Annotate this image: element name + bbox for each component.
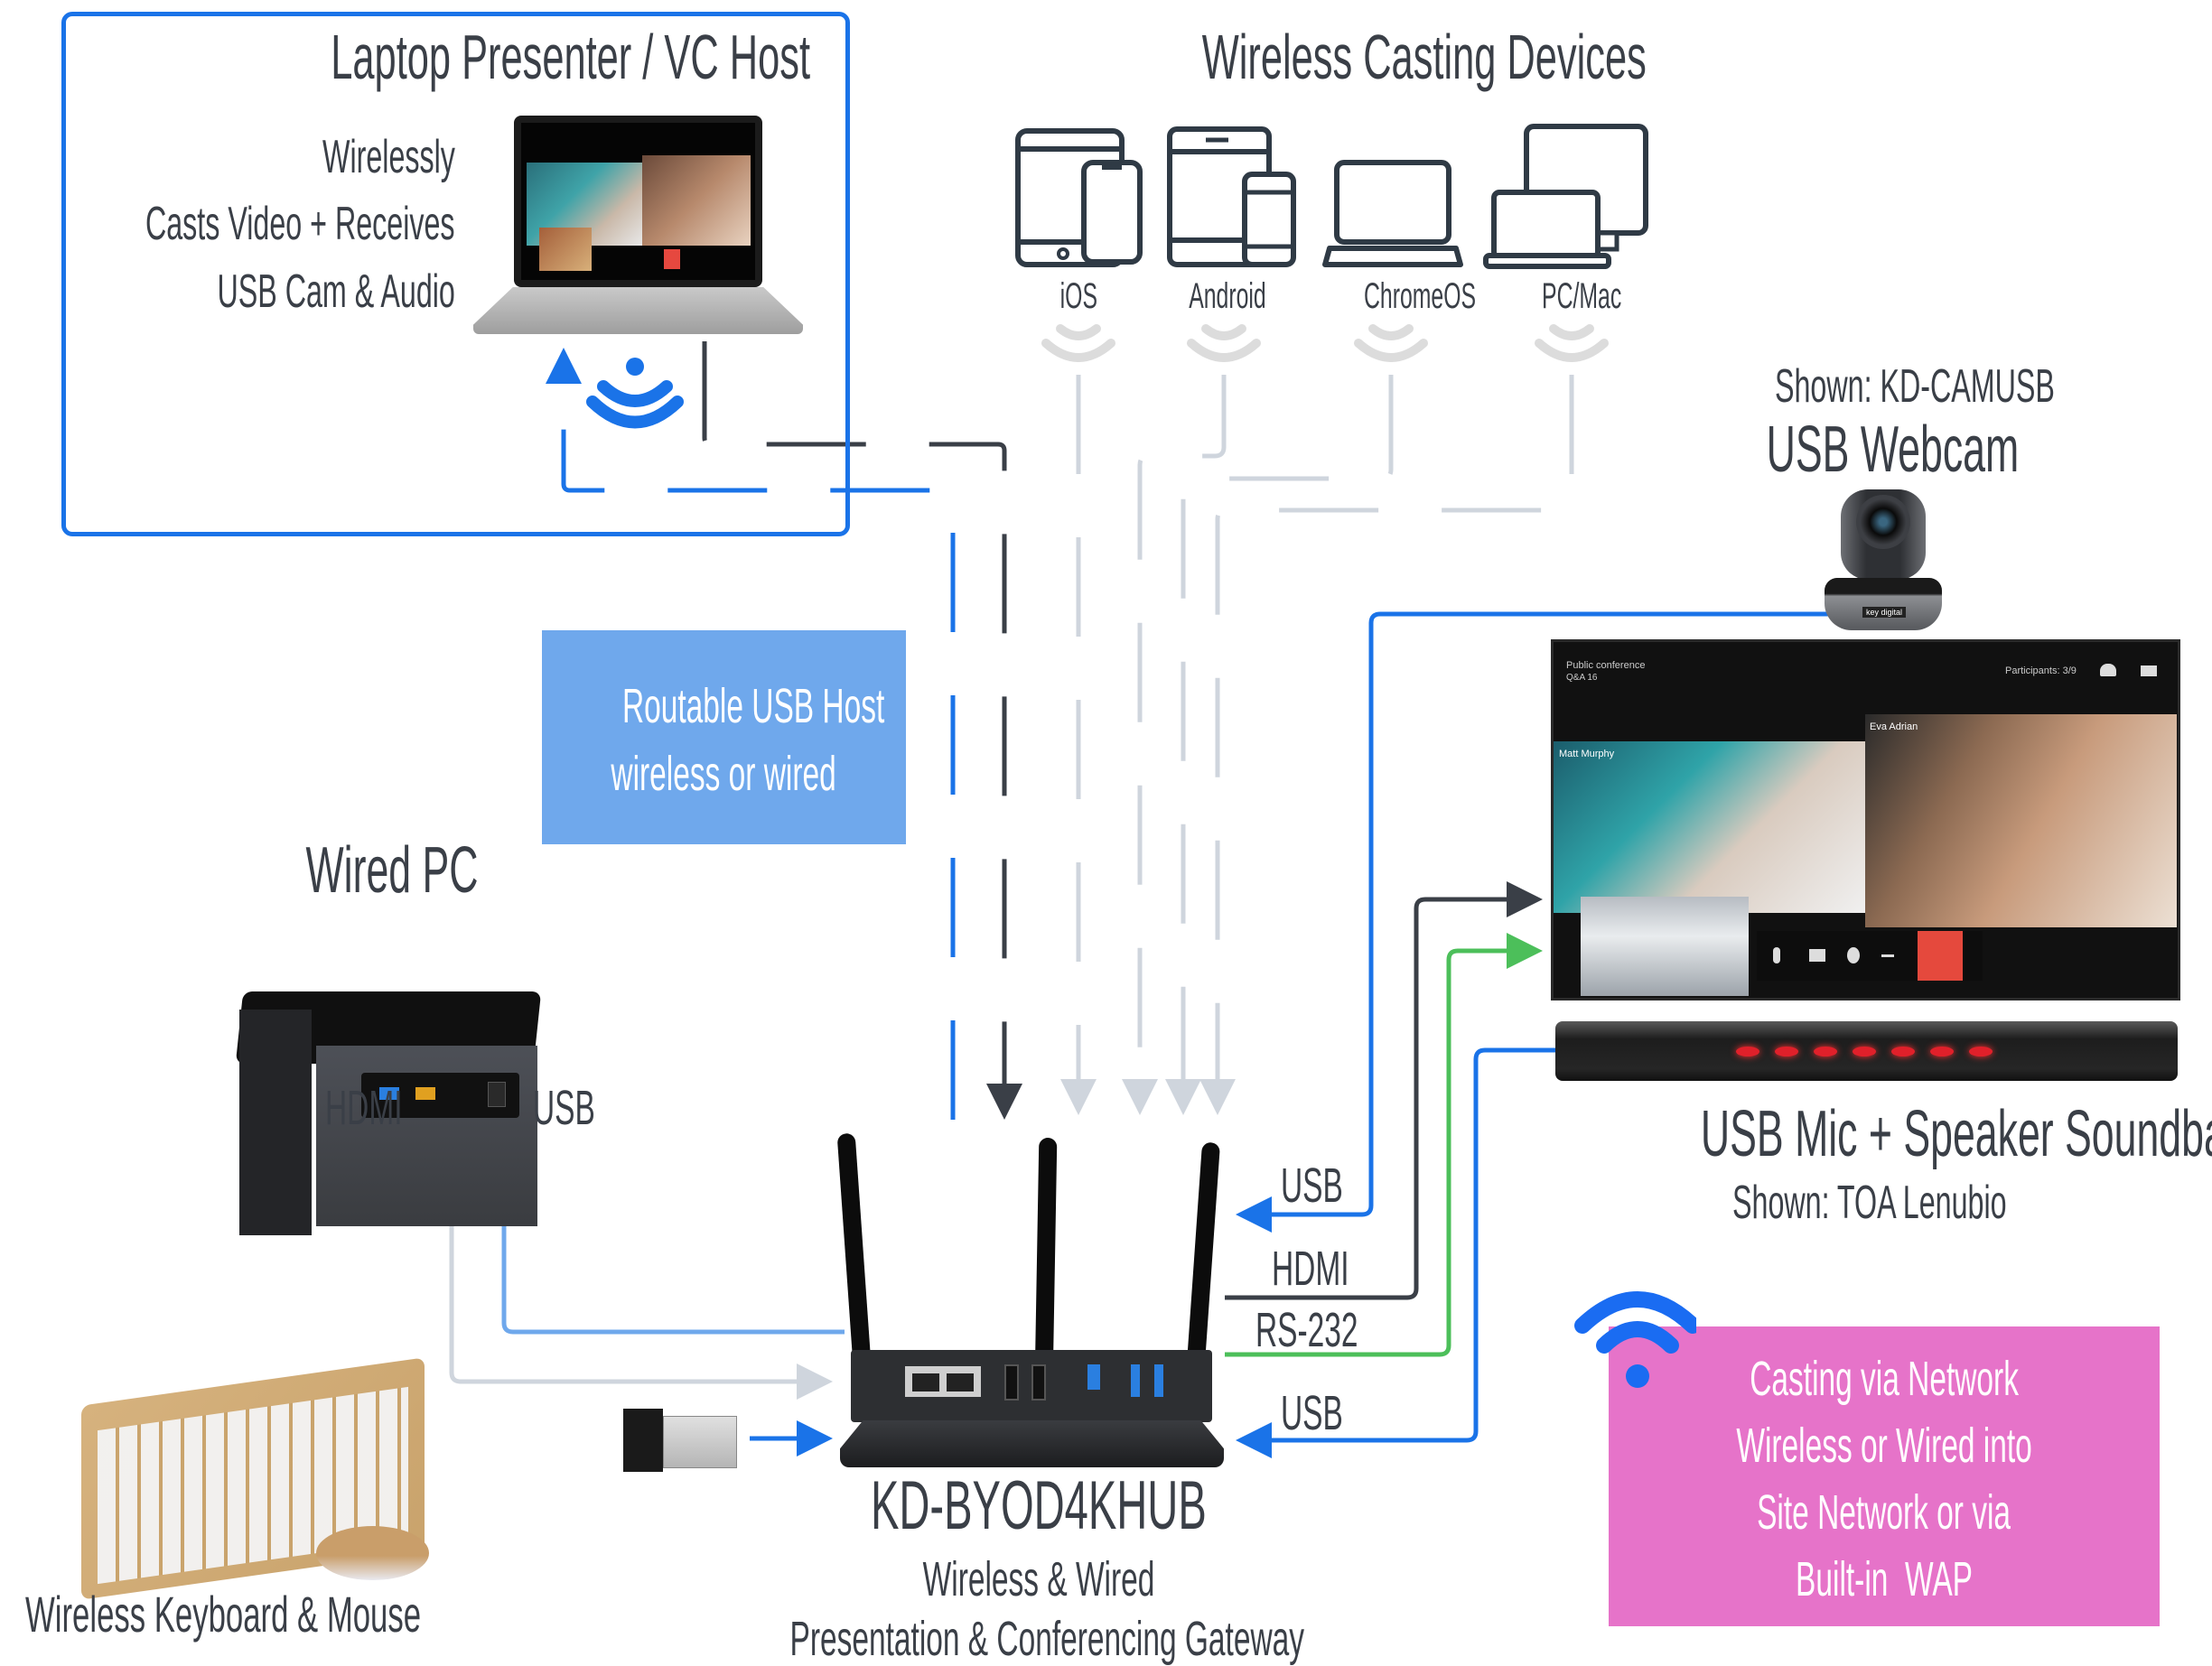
speaker-icon [1847,947,1860,963]
network-note-line-1: Casting via Network [1750,1352,2019,1406]
label-usb-soundbar: USB [1281,1386,1343,1440]
network-note-line-4: Built-in WAP [1796,1552,1973,1606]
gateway-base [840,1420,1224,1467]
gateway-subtitle-2: Presentation & Conferencing Gateway [789,1612,1305,1666]
soundbar-led [1736,1047,1759,1056]
chat-icon [2141,665,2157,676]
wire-pc-usb [486,1079,845,1335]
label-hdmi: HDMI [1272,1242,1349,1296]
gateway-device-image [836,1132,1224,1467]
self-view-tile [1581,897,1749,996]
video-tile-2 [1865,714,2177,927]
cast-wave-icon-chromeos [1354,324,1428,362]
video-tile-1 [1554,741,1865,913]
antenna-center [1034,1137,1058,1382]
soundbar-title: USB Mic + Speaker Soundbar [1700,1098,2212,1170]
wire-chromeos [1165,375,1394,1115]
wireless-cast-icon [586,358,684,429]
wire-soundbar-usb [1236,1047,1555,1458]
soundbar-led [1775,1047,1798,1056]
participants-count: Participants: 3/9 [2005,665,2077,676]
label-rs232: RS-232 [1255,1303,1358,1357]
laptop-desc-line-2: Casts Video + Receives [145,198,455,250]
conference-sub: Q&A 16 [1566,673,1598,683]
webcam-model: Shown: KD-CAMUSB [1774,360,2055,413]
casting-devices-title: Wireless Casting Devices [1201,22,1647,92]
usb-host-note [542,630,906,844]
wire-webcam-usb [1236,611,1829,1233]
conference-title: Public conference [1566,660,1646,671]
cast-wave-icon-pcmac [1535,324,1609,362]
gateway-rear-panel [851,1350,1212,1422]
call-controls [1757,931,1983,981]
laptop-desc-line-1: Wirelessly [322,131,455,183]
wire-pcmac [1199,375,1574,1115]
wired-pc-hdmi-label: HDMI [325,1081,403,1135]
mini-pc-image [235,991,546,1244]
network-note-line-2: Wireless or Wired into [1736,1419,2032,1473]
antenna-right [1185,1141,1221,1378]
cast-wave-icon-ios [1041,324,1115,362]
mic-icon [1773,947,1780,963]
webcam-image: key digital [1825,488,1942,632]
webcam-brand: key digital [1862,607,1907,618]
soundbar-led [1891,1047,1915,1056]
desktop-laptop-icon [1483,124,1648,269]
webcam-title: USB Webcam [1766,414,2020,486]
gateway-subtitle-1: Wireless & Wired [922,1552,1155,1606]
laptop-desc-line-3: USB Cam & Audio [217,265,455,318]
mouse-image [316,1526,429,1580]
laptop-presenter-box [61,12,850,536]
wire-pc-hdmi [449,1093,833,1400]
tile-label-1: Matt Murphy [1559,749,1615,759]
soundbar-led [1930,1047,1954,1056]
android-tablet-phone-icon [1167,126,1296,267]
label-usb-webcam: USB [1281,1159,1343,1213]
usb-dongle-image [623,1409,741,1472]
camera-icon [1809,949,1825,962]
antenna-left [836,1132,873,1378]
laptop-icon [1322,160,1463,267]
wire-laptop-hdmi [702,341,1022,1120]
wire-hdmi-tv [1225,881,1543,1300]
device-label-pcmac: PC/Mac [1542,276,1622,316]
hangup-button [1918,931,1963,981]
network-casting-note [1609,1326,2160,1626]
tile-label-2: Eva Adrian [1870,721,1918,732]
soundbar-led [1814,1047,1837,1056]
more-icon [1881,954,1894,957]
wire-laptop-usb [546,348,956,1120]
usb-host-note-line-1: Routable USB Host [621,679,885,733]
wire-rs232-tv [1225,933,1543,1357]
usb-host-note-line-2: wireless or wired [611,747,837,801]
network-note-line-3: Site Network or via [1757,1485,2011,1540]
soundbar-model: Shown: TOA Lenubio [1732,1177,2007,1229]
keyboard-title: Wireless Keyboard & Mouse [25,1586,422,1643]
soundbar-image [1555,1021,2178,1081]
device-label-android: Android [1189,276,1266,316]
soundbar-led [1853,1047,1876,1056]
participants-icon [2100,664,2116,676]
conference-display: Public conference Q&A 16 Participants: 3… [1551,639,2180,1001]
wired-pc-title: Wired PC [305,834,479,907]
wifi-icon [1574,1291,1696,1388]
wire-android [1122,375,1227,1115]
cast-wave-icon-android [1187,324,1261,362]
device-label-chromeos: ChromeOS [1364,276,1477,316]
laptop-section-title: Laptop Presenter / VC Host [331,22,810,92]
gateway-model: KD-BYOD4KHUB [871,1467,1207,1544]
device-label-ios: iOS [1059,276,1097,316]
wired-pc-usb-label: USB [533,1081,595,1135]
laptop-image [473,116,803,343]
tablet-phone-icon [1015,128,1143,267]
soundbar-led [1969,1047,1993,1056]
